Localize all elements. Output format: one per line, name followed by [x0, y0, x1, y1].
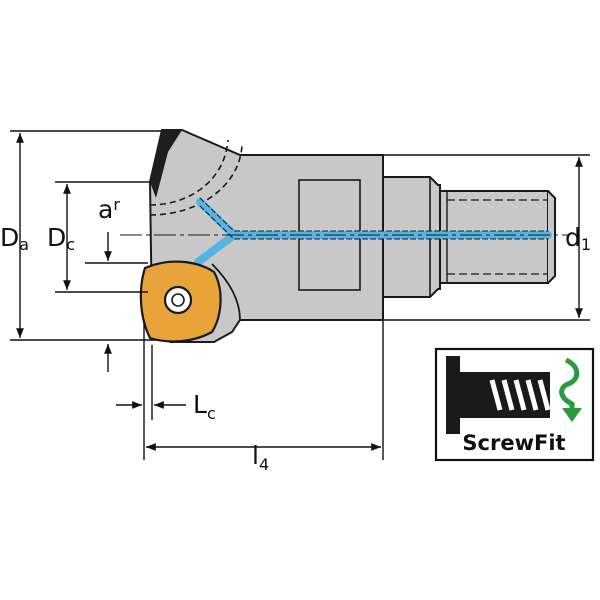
label-Lc: Lc	[193, 390, 216, 423]
svg-text:Dc: Dc	[47, 223, 75, 254]
screw-thread-icon	[446, 356, 551, 434]
svg-text:Da: Da	[0, 223, 29, 254]
cutting-insert	[139, 260, 222, 343]
label-Da: Da	[0, 223, 29, 254]
label-l4: l4	[252, 441, 269, 474]
label-d1: d1	[565, 223, 591, 254]
label-Dc: Dc	[47, 223, 75, 254]
svg-text:ar: ar	[98, 195, 120, 224]
svg-text:l4: l4	[252, 441, 269, 474]
curved-arrow-down-icon	[559, 357, 582, 422]
label-ar: ar	[98, 195, 120, 224]
svg-text:Lc: Lc	[193, 390, 216, 423]
insert-screw-icon	[163, 285, 193, 315]
svg-text:d1: d1	[565, 223, 591, 254]
screwfit-badge: ScrewFit	[434, 347, 595, 462]
screwfit-label: ScrewFit	[462, 431, 565, 455]
dimension-lines	[10, 130, 590, 460]
